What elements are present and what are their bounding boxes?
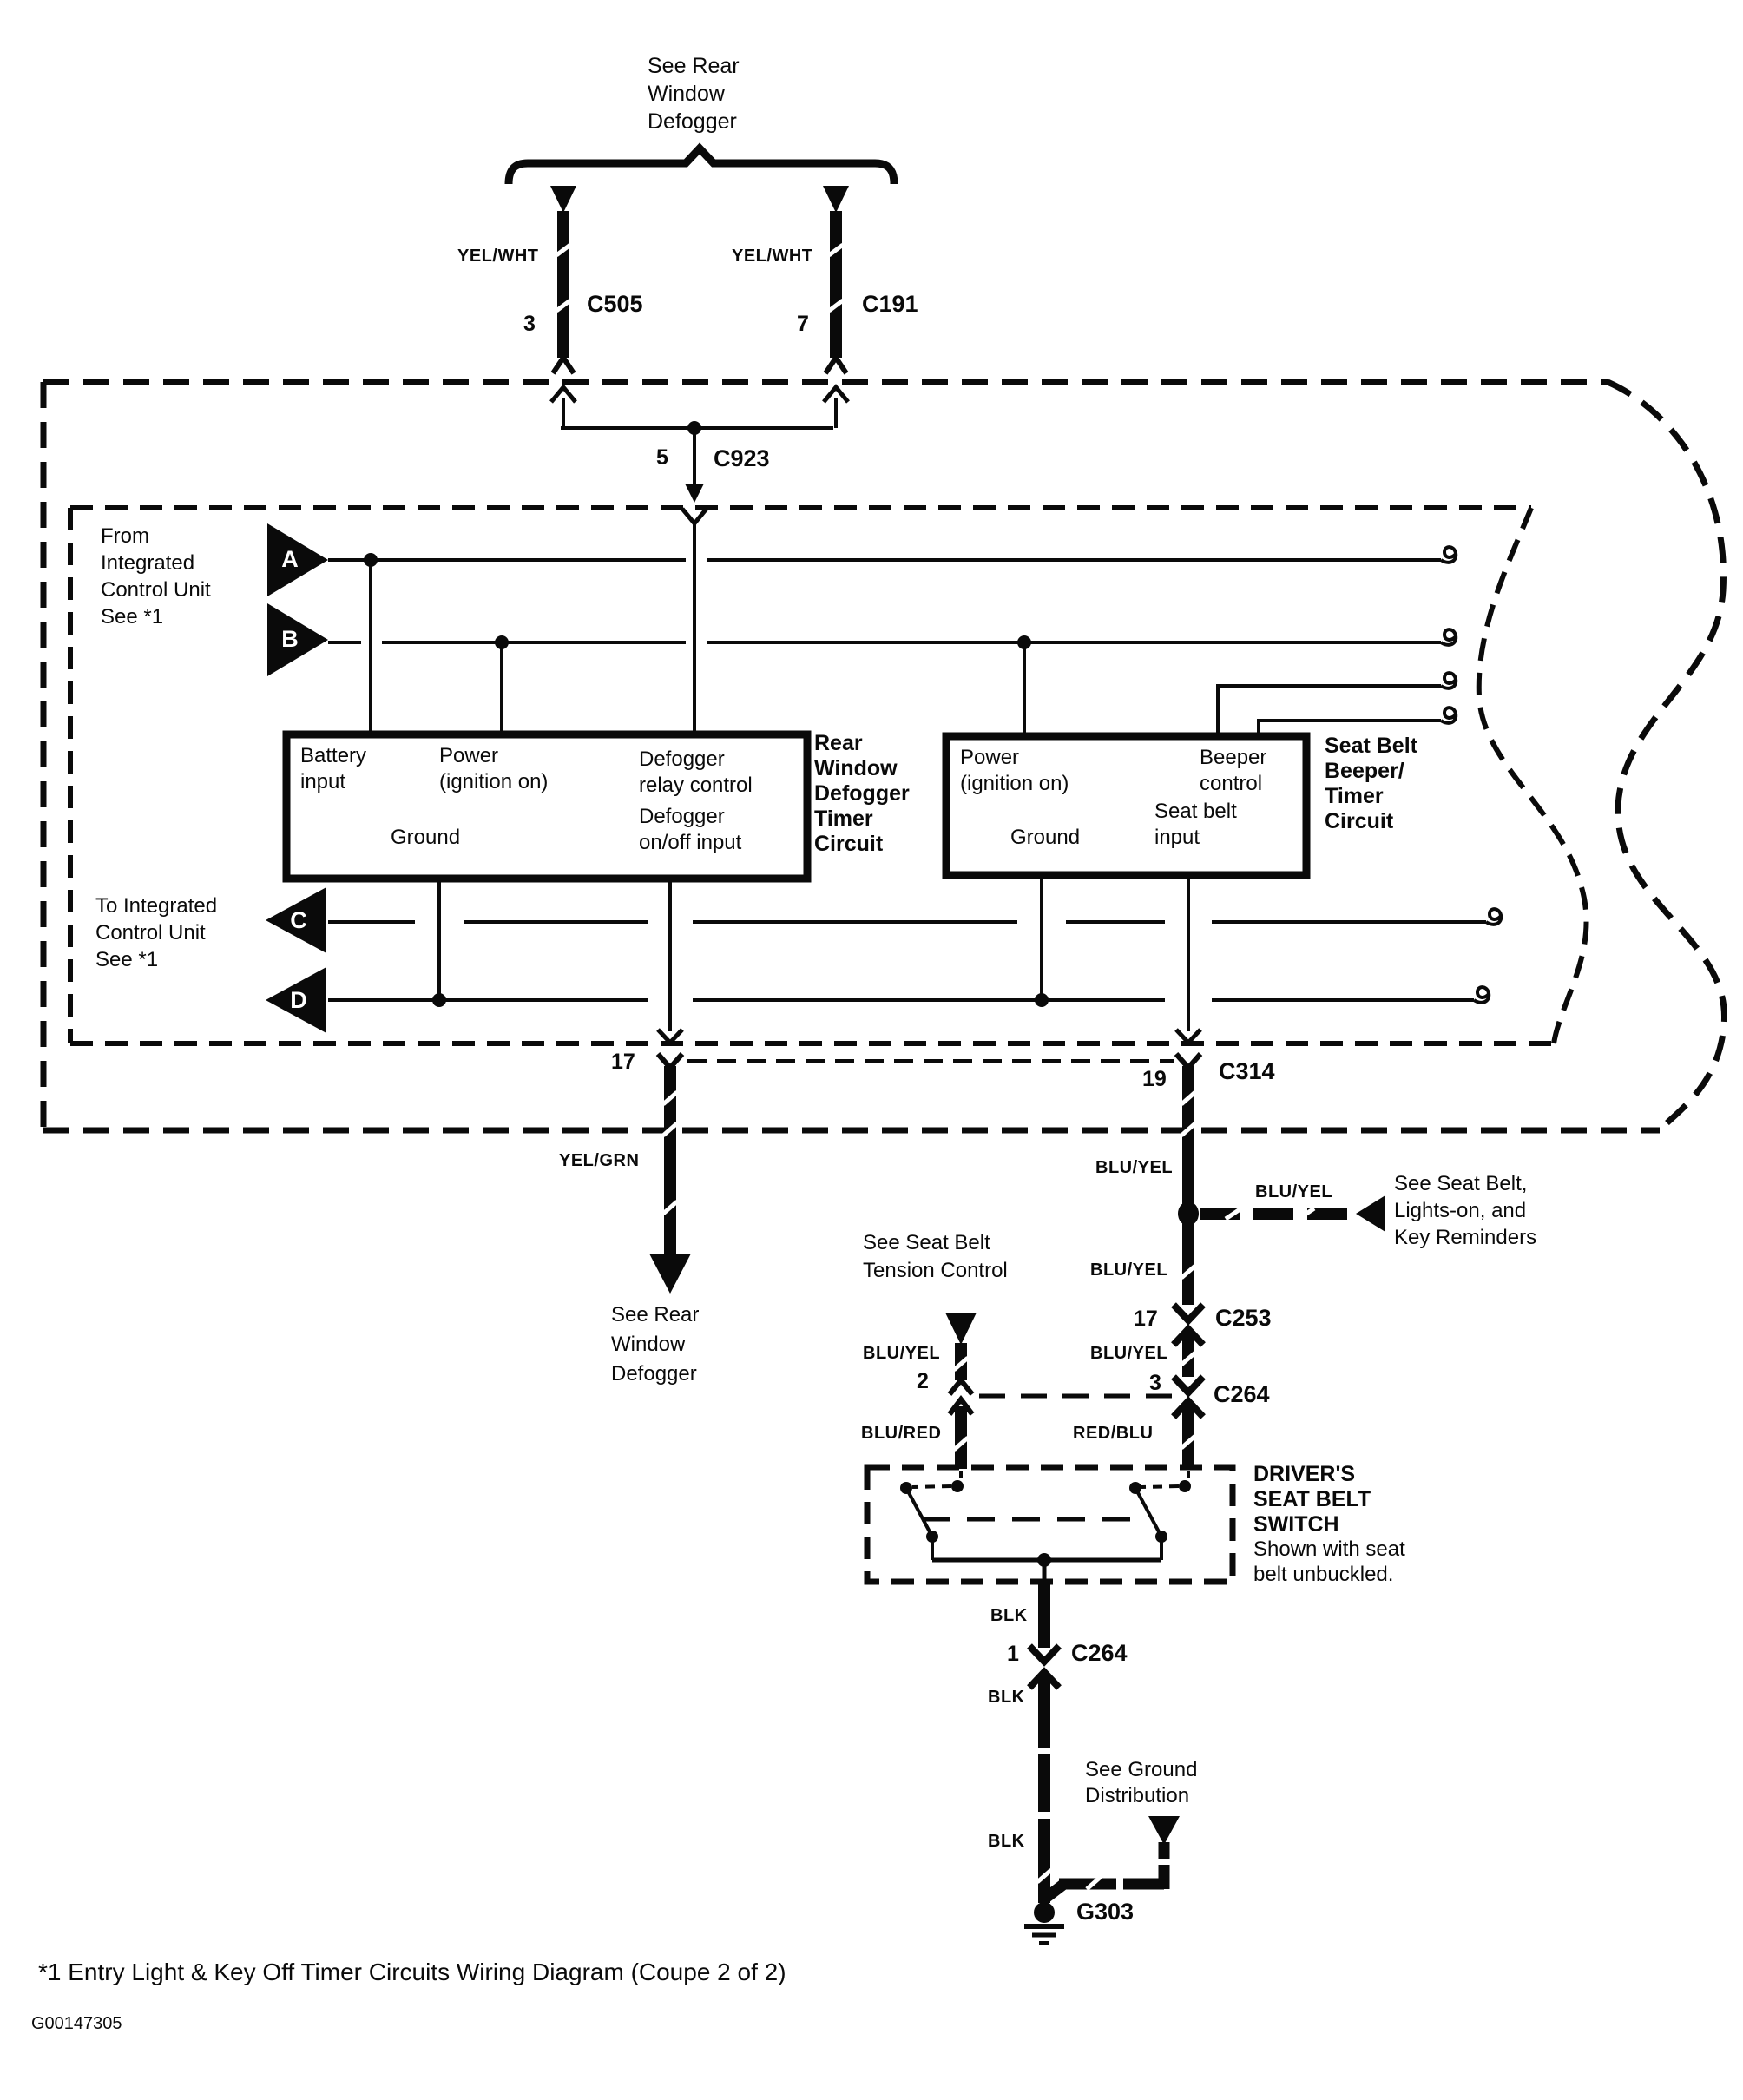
ground-symbol-g303	[1024, 1902, 1064, 1945]
pin-3-c264: 3	[1149, 1371, 1161, 1395]
triangle-b	[267, 603, 328, 676]
icu-triangles	[266, 523, 328, 1033]
label-defogger-relay-control: Defogger relay control	[639, 747, 753, 797]
connector-c264-upper: C264	[1214, 1381, 1270, 1407]
label-ground-2: Ground	[1010, 826, 1081, 849]
pin-19-c314: 19	[1142, 1067, 1167, 1091]
label-seat-belt-beeper-timer-circuit: Seat Belt Beeper/ Timer Circuit	[1325, 734, 1417, 833]
triangle-c	[266, 887, 326, 953]
diagram-caption: *1 Entry Light & Key Off Timer Circuits …	[38, 1958, 786, 1985]
connector-c253: C253	[1215, 1305, 1272, 1331]
c923-junction	[561, 421, 833, 734]
label-defogger-onoff-input: Defogger on/off input	[639, 805, 742, 854]
icu-output-lines	[328, 920, 1486, 1002]
pin-2-tension: 2	[917, 1369, 929, 1393]
note-see-rear-window-defogger-top: See Rear Window Defogger	[648, 54, 740, 134]
note-see-rear-window-defogger-bottom: See Rear Window Defogger	[611, 1303, 700, 1386]
yel-wht-wires	[549, 186, 850, 428]
triangle-d	[266, 967, 326, 1033]
pin-7-c191: 7	[797, 312, 809, 336]
wire-color-red-blu: RED/BLU	[1073, 1424, 1154, 1443]
pin-17-exit: 17	[611, 1050, 635, 1074]
icu-pin-c: C	[290, 907, 307, 933]
reminders-branch-wire	[1200, 1195, 1385, 1232]
connector-c505: C505	[587, 291, 643, 317]
inner-dashed-boundary	[68, 505, 1589, 1046]
pin-3-c505: 3	[523, 312, 536, 336]
pin-1-c264: 1	[1007, 1642, 1019, 1666]
wire-color-yel-grn: YEL/GRN	[559, 1151, 640, 1170]
wire-color-blk-3: BLK	[988, 1832, 1025, 1851]
label-ground-1: Ground	[391, 826, 461, 849]
label-seat-belt-input: Seat belt input	[1154, 800, 1237, 849]
icu-pin-d: D	[290, 987, 307, 1013]
box-output-wires	[437, 875, 1190, 1031]
label-rear-window-defogger-timer-circuit: Rear Window Defogger Timer Circuit	[814, 731, 910, 856]
connector-c264-lower: C264	[1071, 1640, 1128, 1666]
outer-dashed-boundary	[40, 379, 1727, 1134]
note-see-seat-belt-tension-control: See Seat Belt Tension Control	[863, 1231, 1008, 1282]
icu-input-lines	[328, 558, 1441, 738]
wire-color-blk-2: BLK	[988, 1688, 1025, 1707]
note-see-ground-distribution: See Ground Distribution	[1085, 1758, 1198, 1807]
wire-color-blu-yel-19: BLU/YEL	[1095, 1158, 1174, 1177]
label-power-ignition-on-2: Power (ignition on)	[960, 746, 1069, 795]
wire-color-blu-yel-left: BLU/YEL	[863, 1344, 941, 1363]
connector-c191: C191	[862, 291, 918, 317]
label-switch-shown-unbuckled: Shown with seat belt unbuckled.	[1253, 1537, 1405, 1586]
note-from-integrated-control-unit: From Integrated Control Unit See *1	[101, 524, 211, 629]
blu-yel-output-wire	[1171, 1052, 1206, 1469]
seat-belt-beeper-timer-box	[942, 732, 1311, 879]
connector-c923: C923	[714, 445, 770, 471]
connector-g303: G303	[1076, 1899, 1135, 1925]
rear-defogger-bracket	[504, 142, 898, 185]
seat-belt-switch-box	[864, 1464, 1236, 1585]
wire-color-yel-wht-right: YEL/WHT	[732, 247, 813, 266]
tension-control-branch	[945, 1313, 1172, 1469]
rear-window-defogger-timer-box	[282, 730, 812, 883]
figure-id: G00147305	[31, 2014, 122, 2033]
wire-color-blu-yel-above-c253: BLU/YEL	[1090, 1261, 1168, 1280]
triangle-a	[267, 523, 328, 596]
icu-pin-b: B	[281, 626, 299, 652]
label-beeper-control: Beeper control	[1200, 746, 1267, 795]
wire-color-blu-yel-branch: BLU/YEL	[1255, 1182, 1333, 1201]
note-to-integrated-control-unit: To Integrated Control Unit See *1	[95, 894, 218, 971]
wire-color-yel-wht-left: YEL/WHT	[457, 247, 539, 266]
pin-17-c253: 17	[1134, 1307, 1158, 1331]
icu-pin-a: A	[281, 546, 299, 572]
yel-grn-output-wire	[649, 1052, 1174, 1294]
wire-color-blu-yel-right: BLU/YEL	[1090, 1344, 1168, 1363]
blk-ground-wire	[1027, 1582, 1180, 1903]
pin-5-c923: 5	[656, 445, 668, 470]
label-power-ignition-on-1: Power (ignition on)	[439, 744, 549, 793]
wire-color-blk-1: BLK	[990, 1606, 1028, 1625]
label-battery-input: Battery input	[300, 744, 367, 793]
wire-color-blu-red: BLU/RED	[861, 1424, 942, 1443]
note-see-seat-belt-reminders: See Seat Belt, Lights-on, and Key Remind…	[1394, 1172, 1537, 1249]
connector-c314: C314	[1219, 1058, 1275, 1084]
label-drivers-seat-belt-switch: DRIVER'S SEAT BELT SWITCH	[1253, 1462, 1371, 1537]
